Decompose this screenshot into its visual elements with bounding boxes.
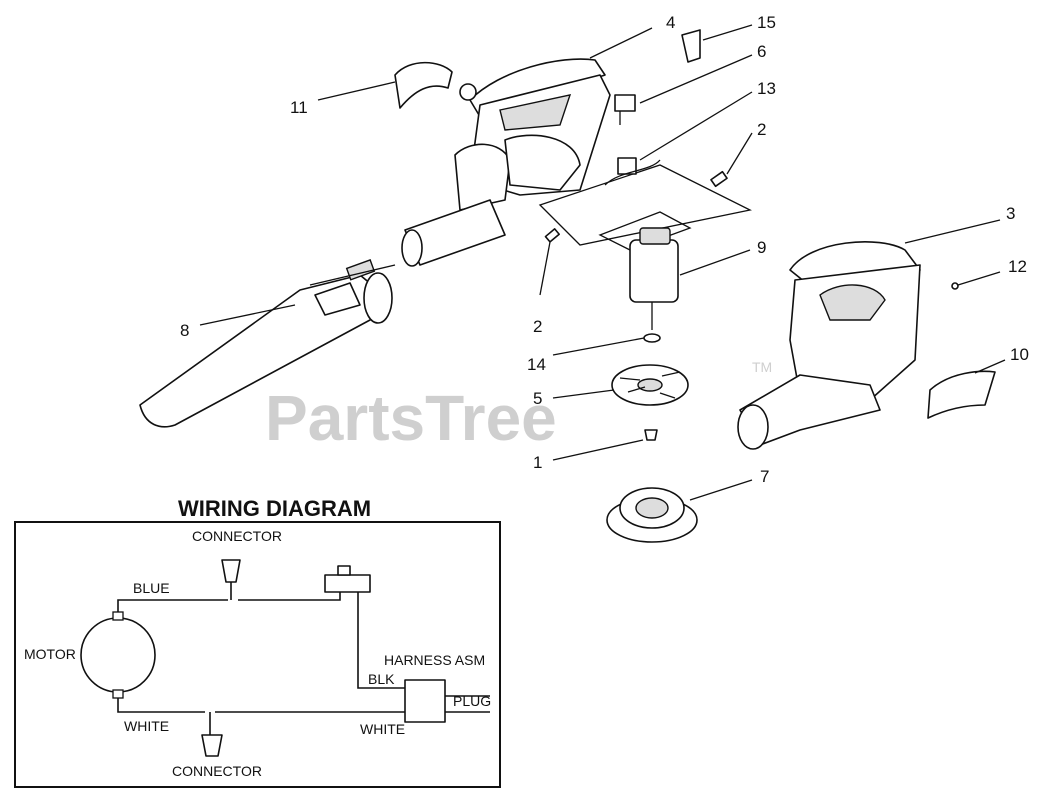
wiring-diagram: WIRING DIAGRAM CONNECTOR BLUE MOTOR HARN… [14,496,501,788]
screw-part-2a [710,170,728,188]
callout-6: 6 [757,42,766,61]
motor-terminal-bottom [112,689,124,699]
callout-14: 14 [527,355,546,374]
watermark-trademark: TM [752,359,772,375]
callout-7: 7 [760,467,769,486]
harness-label: HARNESS ASM [384,652,485,668]
clip-part-13 [604,157,661,186]
blk-wire [357,592,405,689]
harness-box [404,679,446,723]
callout-9: 9 [757,238,766,257]
connector-top-symbol [221,559,241,583]
callout-4: 4 [666,13,675,32]
connector-to-switch-wire [238,592,341,601]
blue-label: BLUE [133,580,170,596]
switch-symbol [324,565,371,593]
callout-numbers: 4 15 6 13 11 2 3 9 12 2 8 10 14 5 1 7 [180,13,1029,486]
callout-3: 3 [1006,204,1015,223]
blk-label: BLK [368,671,395,687]
motor-part-9 [629,227,679,330]
washer-part-14 [643,333,661,343]
motor-label: MOTOR [24,646,76,662]
blower-tube-part [401,199,506,267]
wiring-frame [14,521,501,788]
screw-part-12 [951,282,959,290]
connector-bottom-label: CONNECTOR [172,763,262,779]
fan-part-5 [611,364,689,406]
assembly-plane [538,164,752,251]
plug-wire [445,695,490,713]
callout-12: 12 [1008,257,1027,276]
callout-1: 1 [533,453,542,472]
watermark-text: PartsTree [265,382,557,454]
wiring-title: WIRING DIAGRAM [178,496,371,521]
callout-15: 15 [757,13,776,32]
blower-body-part-3 [737,241,921,450]
screw-part-2b [539,228,560,296]
strap-part-10 [927,370,996,419]
motor-terminal-top [112,611,124,621]
callout-13: 13 [757,79,776,98]
callout-10: 10 [1010,345,1029,364]
blue-wire [117,599,228,612]
callout-2-upper: 2 [757,120,766,139]
leader-lines [199,24,1006,501]
connector-bottom-symbol [201,734,223,757]
strap-part-15 [681,29,701,63]
strap-part-11 [394,61,453,109]
upper-housing-part [454,58,611,211]
callout-5: 5 [533,389,542,408]
white-label-left: WHITE [124,718,169,734]
white-wire-left [117,698,205,713]
nut-part-1 [644,429,658,441]
callout-11: 11 [290,98,308,117]
callout-8: 8 [180,321,189,340]
connector-top-label: CONNECTOR [192,528,282,544]
callout-2-lower: 2 [533,317,542,336]
motor-symbol [80,617,156,693]
plug-label: PLUG [453,693,491,709]
white-label-right: WHITE [360,721,405,737]
switch-part-6 [614,94,636,125]
intake-cover-part-7 [606,487,698,543]
